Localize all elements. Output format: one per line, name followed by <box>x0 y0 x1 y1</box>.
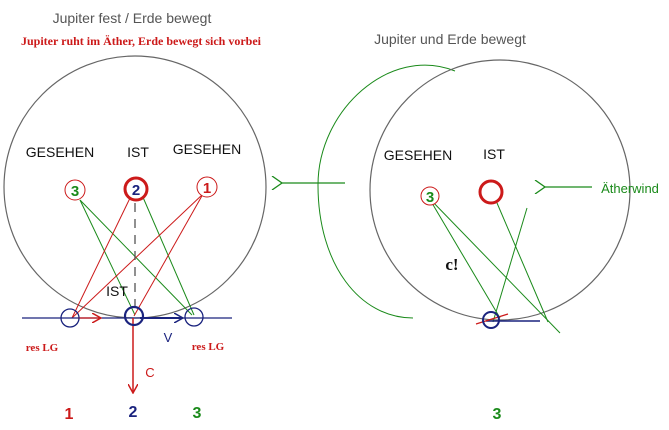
right-earth-red-stroke <box>475 313 509 325</box>
right-bottom-number-3: 3 <box>493 406 502 423</box>
red-ray-1 <box>133 193 204 317</box>
res-lg-label-right: res LG <box>192 341 225 353</box>
right-diagram: Jupiter und Erde bewegt GESEHEN IST 3 c!… <box>317 31 659 423</box>
marker-2-circle <box>123 176 149 202</box>
right-jupiter-is-marker <box>478 179 504 205</box>
earth-is-label: IST <box>106 283 128 299</box>
red-ray-2 <box>71 193 204 319</box>
earth-position-right <box>184 307 204 327</box>
right-green-ray-2 <box>428 197 561 334</box>
res-lg-label-left: res LG <box>26 342 59 354</box>
right-green-ray-4 <box>492 207 528 323</box>
right-marker-3-label: 3 <box>426 189 434 206</box>
left-seen-label-1: GESEHEN <box>26 144 94 160</box>
marker-3-circle <box>64 179 86 201</box>
bottom-number-2: 2 <box>129 404 138 421</box>
right-title: Jupiter und Erde bewegt <box>374 31 526 47</box>
right-light-speed-label: c! <box>445 255 458 274</box>
green-ray-2 <box>79 199 136 316</box>
marker-2-label: 2 <box>132 182 140 199</box>
marker-3-label: 3 <box>71 183 79 200</box>
left-is-label: IST <box>127 144 149 160</box>
right-earth-position <box>482 311 500 329</box>
marker-1-circle <box>196 176 218 198</box>
bottom-number-3: 3 <box>193 405 202 422</box>
previous-position-arc <box>317 64 456 319</box>
right-green-ray-3 <box>496 202 549 323</box>
left-subtitle: Jupiter ruht im Äther, Erde bewegt sich … <box>21 34 262 48</box>
right-green-ray-1 <box>428 197 501 319</box>
right-is-label: IST <box>483 146 505 162</box>
right-seen-label: GESEHEN <box>384 147 452 163</box>
left-seen-label-2: GESEHEN <box>173 141 241 157</box>
earth-position-center <box>123 305 145 327</box>
aether-wind-label: Ätherwind <box>601 181 659 196</box>
earth-position-left <box>60 308 80 328</box>
right-marker-3-circle <box>420 186 440 206</box>
bottom-number-1: 1 <box>65 406 74 423</box>
left-diagram: Jupiter fest / Erde bewegt Jupiter ruht … <box>3 10 267 423</box>
marker-1-label: 1 <box>203 180 211 197</box>
velocity-label: V <box>164 330 173 345</box>
light-speed-label: C <box>145 365 154 380</box>
left-title: Jupiter fest / Erde bewegt <box>53 10 212 26</box>
red-ray-3 <box>71 195 132 319</box>
